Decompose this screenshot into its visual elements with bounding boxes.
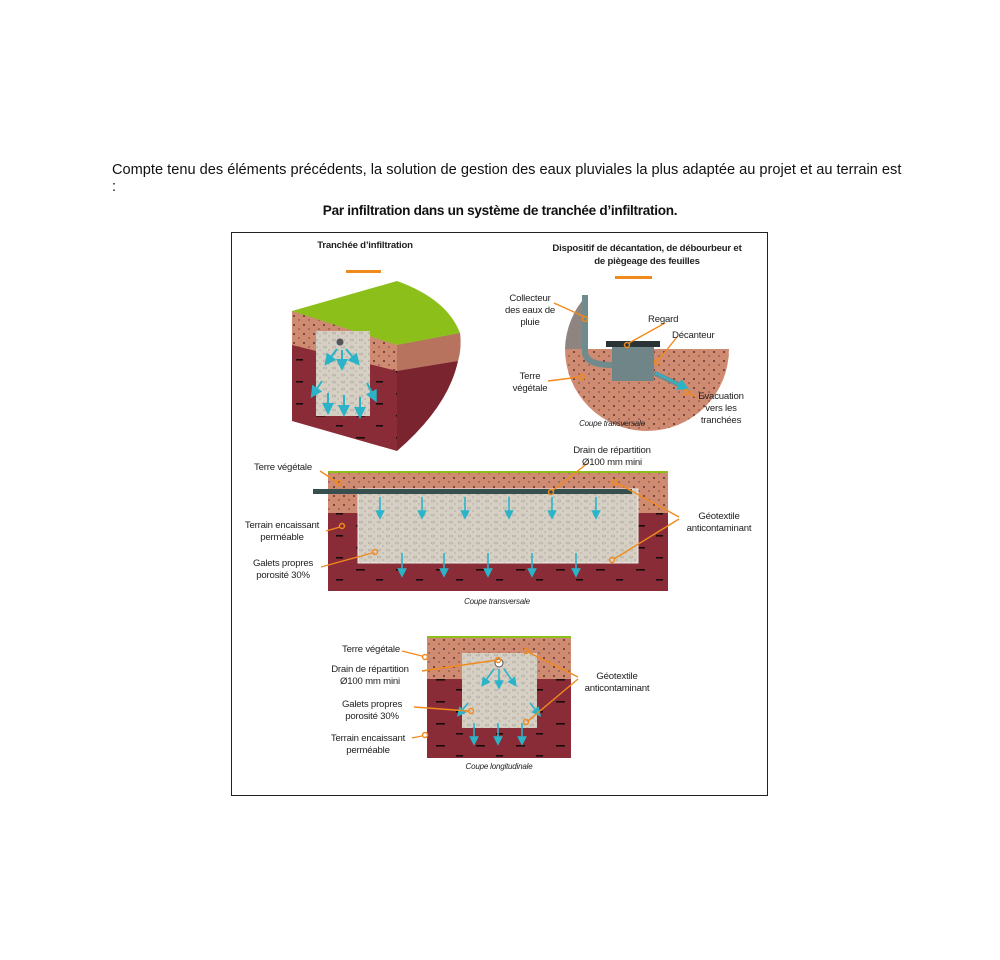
transverse-section <box>313 471 668 591</box>
right-title-line2: de piègeage des feuilles <box>594 256 700 267</box>
leader-lines <box>319 302 697 739</box>
caption-device: Coupe transversale <box>579 419 645 428</box>
diagram-graphics <box>292 270 729 758</box>
label-regard: Regard <box>648 314 679 325</box>
caption-transverse: Coupe transversale <box>464 597 530 606</box>
solution-headline: Par infiltration dans un système de tran… <box>322 203 678 218</box>
right-title-underline <box>615 276 652 279</box>
trench-3d-block <box>292 281 461 451</box>
right-title-line1: Dispositif de décantation, de débourbeur… <box>552 243 742 254</box>
infiltration-trench-figure: Tranchée d’infiltration Dispositif de dé… <box>231 232 768 796</box>
label-terre-vegetale-transverse: Terre végétale <box>254 462 312 473</box>
longitudinal-section <box>427 636 571 758</box>
label-decanteur: Décanteur <box>672 330 715 341</box>
decanter-device <box>565 295 729 431</box>
left-title-underline <box>346 270 381 273</box>
label-terre-vegetale-longitudinal: Terre végétale <box>342 644 400 655</box>
left-title: Tranchée d’infiltration <box>317 240 413 251</box>
intro-paragraph: Compte tenu des éléments précédents, la … <box>112 162 902 195</box>
caption-longitudinal: Coupe longitudinale <box>465 762 533 771</box>
